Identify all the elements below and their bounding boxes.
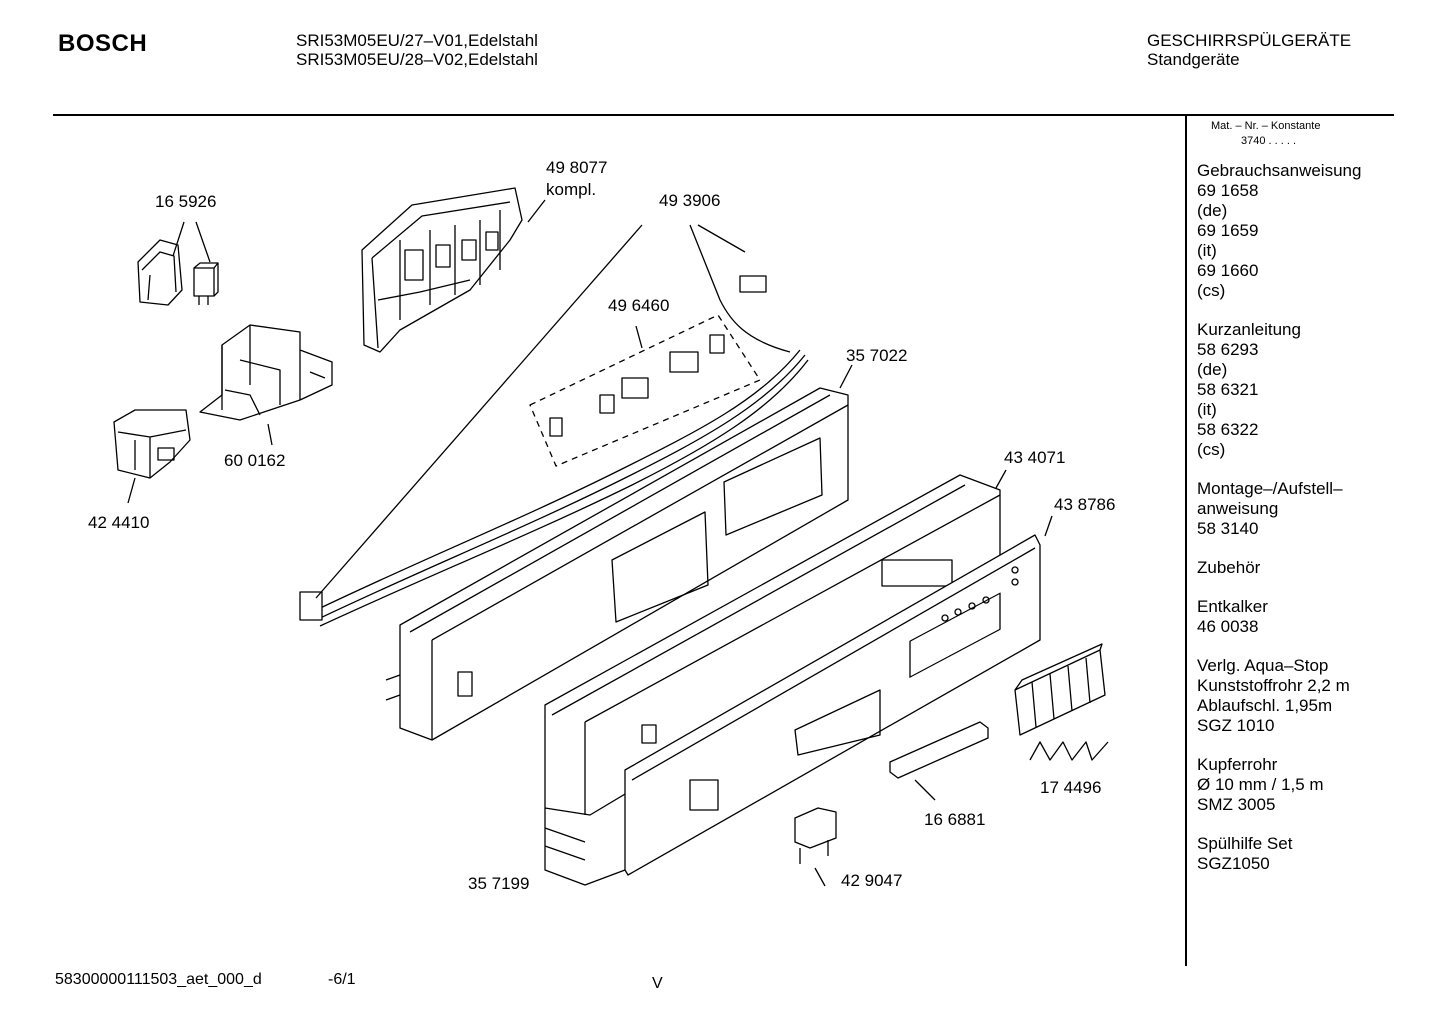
doc-group-line: SMZ 3005 (1197, 795, 1276, 814)
rear-frame-part (385, 387, 849, 741)
header-divider (53, 114, 1394, 116)
doc-group: Zubehör (1197, 558, 1361, 578)
sidebar-divider (1185, 116, 1187, 966)
mat-number-label: Mat. – Nr. – Konstante (1211, 120, 1321, 132)
part-label-496460: 49 6460 (608, 296, 670, 315)
doc-group-line: 58 6322 (1197, 420, 1259, 439)
category-title: GESCHIRRSPÜLGERÄTE (1147, 31, 1352, 50)
part-label-498077-note: kompl. (546, 180, 597, 199)
wiring-harness-part (299, 275, 809, 627)
leader-lines (127, 199, 1109, 887)
control-module-part (361, 187, 523, 353)
part-label-165926: 16 5926 (155, 192, 217, 211)
doc-group-line: 69 1660 (1197, 261, 1259, 280)
doc-group-line: 69 1659 (1197, 221, 1259, 240)
doc-group-title: Kurzanleitung (1197, 320, 1301, 339)
doc-group-title: Spülhilfe Set (1197, 834, 1293, 853)
mat-number-value: 3740 . . . . . (1241, 135, 1297, 147)
doc-group-line: SGZ 1010 (1197, 716, 1275, 735)
model-line-1: SRI53M05EU/27–V01,Edelstahl (296, 31, 538, 50)
category-block: GESCHIRRSPÜLGERÄTE Standgeräte (1147, 31, 1351, 69)
connector-group-part (529, 314, 761, 467)
doc-group-title: Gebrauchsanweisung (1197, 161, 1362, 180)
doc-group-line: 69 1658 (1197, 181, 1259, 200)
doc-group-line: (it) (1197, 241, 1217, 260)
part-label-493906: 49 3906 (659, 191, 721, 210)
doc-group-line: Ø 10 mm / 1,5 m (1197, 775, 1324, 794)
part-label-166881: 16 6881 (924, 810, 986, 829)
doc-group-line: (cs) (1197, 440, 1226, 459)
cover-part (137, 239, 183, 306)
doc-group-title: Verlg. Aqua–Stop (1197, 656, 1329, 675)
doc-group-line: Ablaufschl. 1,95m (1197, 696, 1333, 715)
doc-group-line: 46 0038 (1197, 617, 1259, 636)
part-label-434071: 43 4071 (1004, 448, 1066, 467)
doc-group-line: 58 6321 (1197, 380, 1259, 399)
doc-group-title: Entkalker (1197, 597, 1268, 616)
page-number: -6/1 (328, 971, 356, 988)
part-label-357199: 35 7199 (468, 874, 530, 893)
document-code: 58300000111503_aet_000_d (55, 971, 262, 988)
doc-group-line: anweisung (1197, 499, 1279, 518)
part-label-600162: 60 0162 (224, 451, 286, 470)
part-label-174496: 17 4496 (1040, 778, 1102, 797)
doc-group-line: (cs) (1197, 281, 1226, 300)
footer-mark: V (652, 975, 663, 992)
exploded-parts-drawing (113, 187, 1109, 887)
brand-logo: BOSCH (58, 30, 148, 57)
switch-part (113, 409, 191, 479)
part-label-429047: 42 9047 (841, 871, 903, 890)
part-label-498077: 49 8077 (546, 158, 608, 177)
doc-group-line: 58 3140 (1197, 519, 1259, 538)
doc-group-line: SGZ1050 (1197, 854, 1270, 873)
doc-group-line: (de) (1197, 360, 1228, 379)
doc-group-title: Montage–/Aufstell– (1197, 479, 1343, 498)
button-set-part (1014, 643, 1106, 736)
indicator-strip-part (889, 721, 989, 779)
housing-part (199, 324, 333, 421)
relay-part (193, 262, 219, 305)
model-line-2: SRI53M05EU/28–V02,Edelstahl (296, 50, 538, 69)
part-label-438786: 43 8786 (1054, 495, 1116, 514)
doc-group-line: 58 6293 (1197, 340, 1259, 359)
doc-group-line: (it) (1197, 400, 1217, 419)
category-subtitle: Standgeräte (1147, 50, 1240, 69)
doc-group-title: Zubehör (1197, 558, 1261, 577)
model-list: SRI53M05EU/27–V01,Edelstahl SRI53M05EU/2… (296, 31, 538, 69)
part-label-424410: 42 4410 (88, 513, 150, 532)
doc-group-line: (de) (1197, 201, 1228, 220)
clip-part (794, 807, 837, 864)
front-panel-part (544, 474, 1001, 886)
doc-group-line: Kunststoffrohr 2,2 m (1197, 676, 1350, 695)
part-label-357022: 35 7022 (846, 346, 908, 365)
doc-group-title: Kupferrohr (1197, 755, 1278, 774)
fascia-part (624, 534, 1041, 876)
